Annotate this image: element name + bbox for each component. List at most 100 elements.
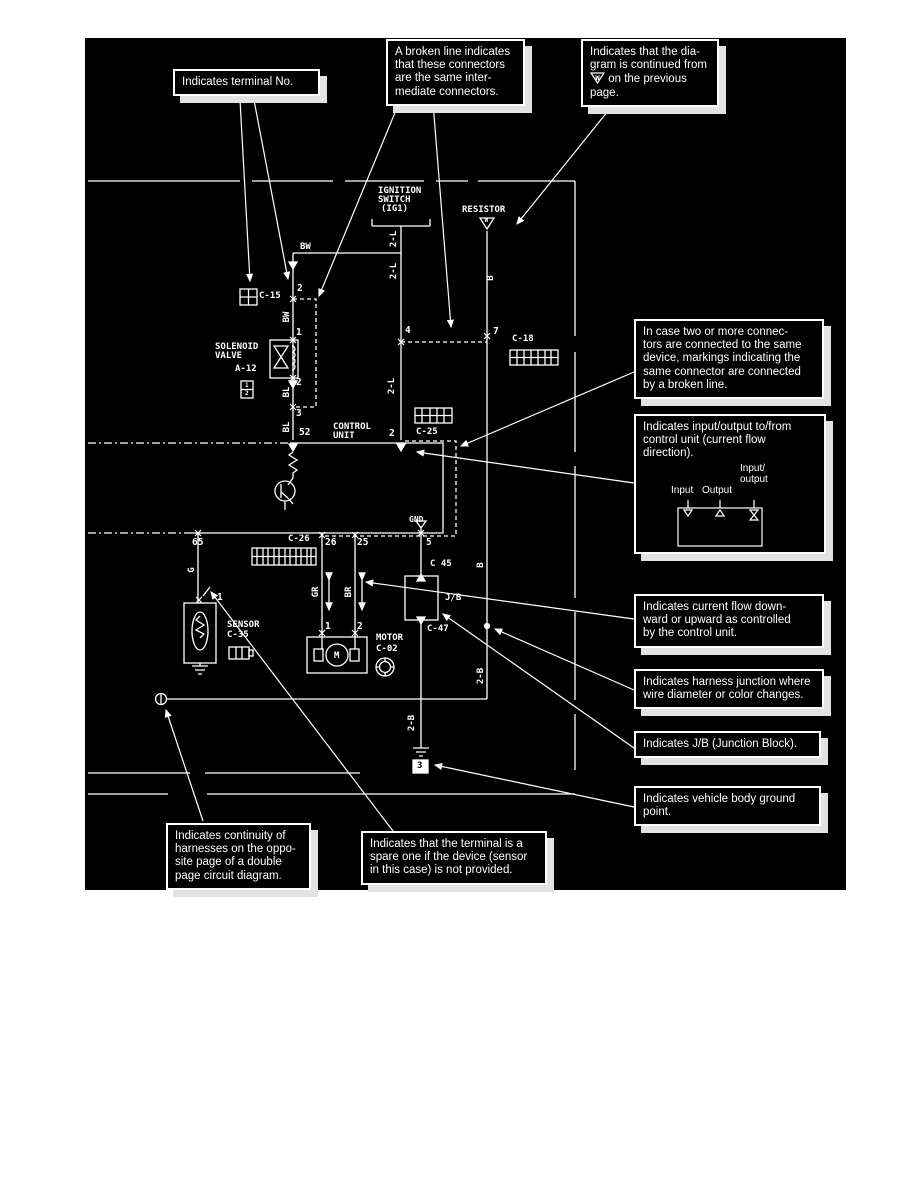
callout-text: in this case) is not provided.	[370, 864, 513, 877]
wire-label-2l: 2-L	[389, 230, 399, 248]
wire-label-2l: 2-L	[387, 377, 397, 395]
page-continuation-triangle	[478, 217, 496, 231]
sensor-label: C-35	[227, 630, 249, 640]
callout-text: In case two or more connec-	[643, 326, 789, 338]
wire-label-bw: BW	[282, 311, 292, 323]
wire-label-b: B	[476, 562, 486, 568]
terminal-number: 65	[192, 537, 204, 548]
ignition-switch-label: SWITCH	[378, 195, 411, 205]
c35-connector-icon	[228, 646, 254, 660]
resistor-label: RESISTOR	[462, 205, 506, 215]
sensor-ground	[192, 663, 208, 675]
terminal-marks	[194, 295, 491, 637]
callout-text: Indicates that the dia-	[590, 46, 700, 58]
gnd-label: GND	[409, 515, 424, 524]
solenoid-valve-label: VALVE	[215, 351, 243, 361]
input-label: Input	[671, 485, 694, 496]
control-unit-label: UNIT	[333, 431, 355, 441]
a12-connector-icon	[240, 380, 254, 399]
sensor-label: SENSOR	[227, 620, 260, 630]
c25-connector-icon	[414, 407, 453, 424]
callout-text: tors are connected to the same	[643, 339, 802, 352]
wire-label-2l: 2-L	[389, 262, 399, 280]
wire-label-gr: GR	[311, 586, 321, 598]
harness-junction-dot	[483, 622, 491, 630]
callout-text: are the same inter-	[395, 72, 492, 85]
callout-text: Indicates harness junction where	[643, 676, 811, 688]
callout-text: site page of a double	[175, 856, 282, 869]
callout-text: spare one if the device (sensor	[370, 851, 528, 864]
c15-connector-icon	[239, 288, 258, 306]
callout-terminal-no: Indicates terminal No.	[173, 69, 320, 97]
c26-label: C-26	[288, 534, 310, 544]
callout-broken-line: A broken line indicates that these conne…	[386, 39, 525, 106]
callout-text: page.	[590, 86, 619, 99]
continued-triangle-icon: W	[589, 72, 606, 85]
callout-text: Indicates vehicle body ground	[643, 793, 796, 805]
callout-text: Indicates input/output to/from	[643, 421, 792, 433]
callout-text: Indicates that the terminal is a	[370, 838, 523, 850]
callout-jb: Indicates J/B (Junction Block).	[634, 731, 821, 759]
dashed-c25-c26-group	[322, 440, 457, 537]
callout-text: control unit (current flow	[643, 434, 766, 447]
svg-text:W: W	[595, 74, 600, 82]
callout-text: wire diameter or color changes.	[643, 689, 804, 702]
callout-text: ward or upward as controlled	[643, 614, 791, 627]
input-output-example	[677, 500, 763, 547]
terminal-number: 1	[217, 592, 223, 603]
terminal-number: 2	[297, 283, 303, 294]
callout-text: A broken line indicates	[395, 46, 511, 58]
solenoid-box	[269, 339, 299, 379]
terminal-number: 26	[325, 537, 337, 548]
input-output-label: output	[740, 474, 768, 485]
solenoid-coil	[291, 345, 296, 371]
callout-text: mediate connectors.	[395, 85, 499, 98]
callout-text: gram is continued from	[590, 59, 707, 72]
wire-label-2b: 2-B	[476, 667, 486, 685]
terminal-number: 52	[299, 427, 311, 438]
c26-connector-icon	[251, 547, 317, 566]
frame-lines	[88, 180, 576, 795]
c18-label: C-18	[512, 334, 534, 344]
callout-text: Indicates J/B (Junction Block).	[643, 738, 798, 750]
motor-box	[306, 636, 368, 674]
cu-transistor-symbol	[274, 480, 296, 502]
terminal-number: 7	[493, 326, 499, 337]
callout-continued: Indicates that the dia- gram is continue…	[581, 39, 719, 107]
c47-label: C-47	[427, 624, 449, 634]
jb-label: J/B	[445, 593, 462, 603]
callout-two-or-more: In case two or more connec- tors are con…	[634, 319, 824, 400]
motor-circle	[325, 643, 349, 667]
callout-text: point.	[643, 806, 672, 819]
c25-label: C-25	[416, 427, 438, 437]
terminal-number: 1	[325, 621, 331, 632]
cu-resistor-symbol	[287, 451, 299, 478]
callout-text: same connector are connected	[643, 365, 801, 378]
wire-label-bw: BW	[300, 242, 311, 252]
c45-label: C 45	[430, 559, 452, 569]
input-output-label: Input/	[740, 463, 766, 474]
terminal-number: 5	[426, 537, 432, 548]
callout-current-flow: Indicates current flow down- ward or upw…	[634, 594, 824, 648]
a12-pin: 2	[245, 390, 249, 397]
control-unit-label: CONTROL	[333, 422, 371, 432]
callout-text: W on the previous	[589, 72, 710, 86]
callout-text: device, markings indicating the	[643, 352, 801, 365]
callout-input-output: Indicates input/output to/from control u…	[634, 414, 826, 554]
wire-label-b: B	[486, 275, 496, 281]
callout-text: page circuit diagram.	[175, 869, 282, 882]
resistor-triangle-letter: W	[484, 217, 489, 224]
callout-text: that these connectors	[395, 59, 505, 72]
control-unit-box	[190, 442, 444, 534]
jb-box	[404, 575, 439, 621]
callout-text: direction).	[643, 447, 694, 460]
c02-connector-icon	[375, 657, 395, 677]
terminal-number: 2	[357, 621, 363, 632]
terminal-number: 1	[296, 327, 302, 338]
motor-m: M	[334, 651, 340, 661]
terminal-number: 3	[296, 408, 302, 419]
ignition-switch-label: (IG1)	[381, 204, 409, 214]
motor-label: MOTOR	[376, 633, 404, 643]
wire-label-bl: BL	[282, 386, 292, 398]
